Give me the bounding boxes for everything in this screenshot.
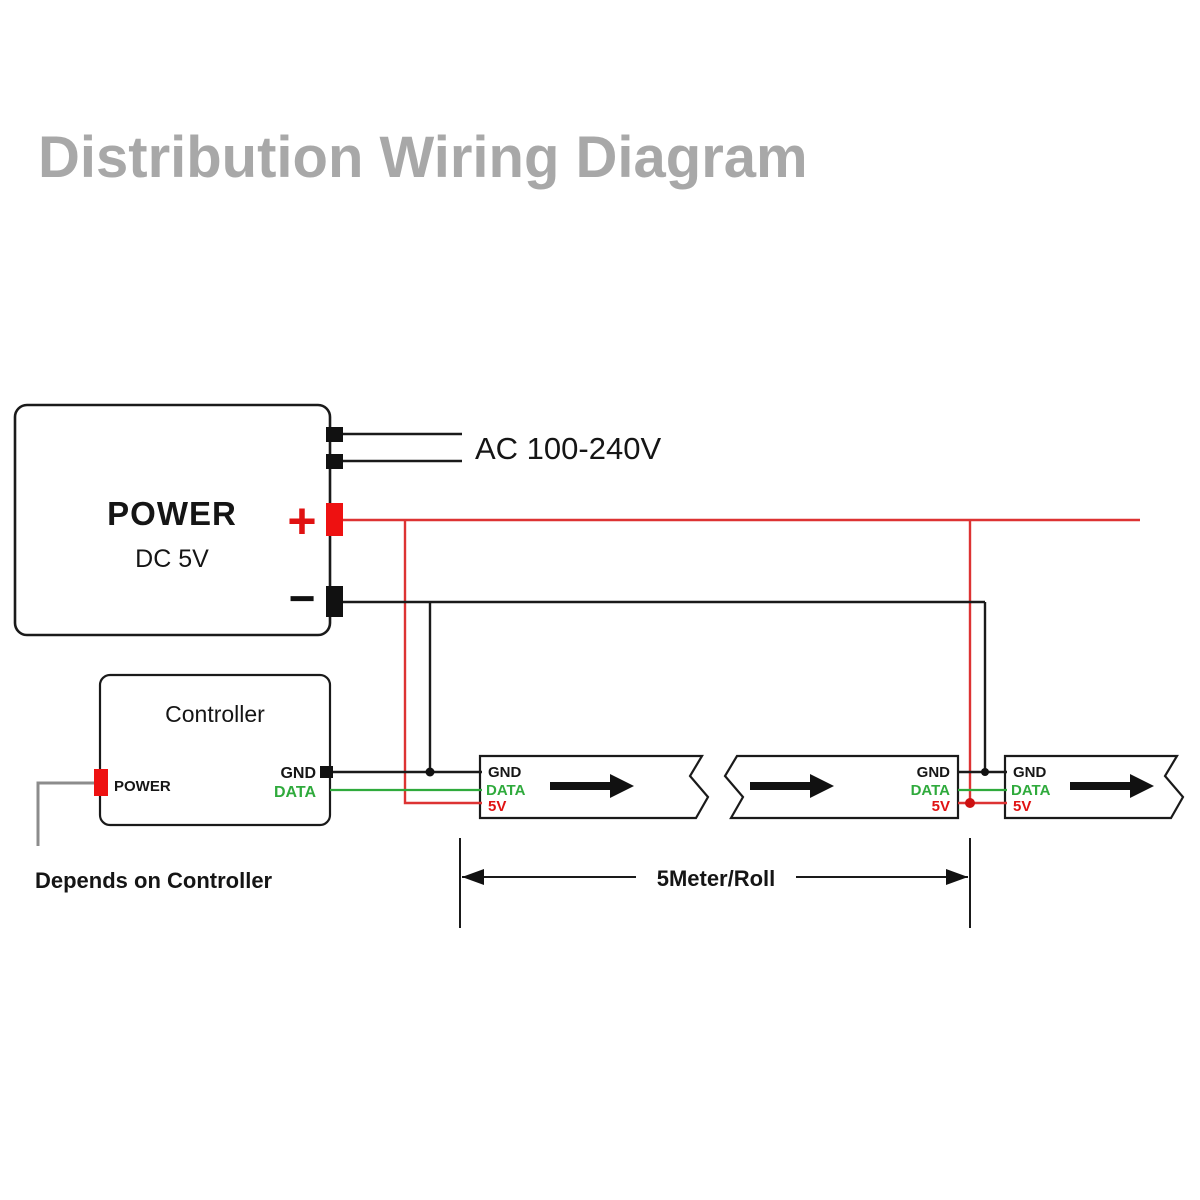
led-strip-1: GND DATA 5V (478, 754, 710, 820)
depends-on-controller-note: Depends on Controller (35, 868, 273, 893)
plus-symbol: + (287, 493, 316, 549)
strip3-gnd-label: GND (1013, 764, 1047, 781)
controller-power-input-wire (36, 781, 94, 846)
strip3-data-label: DATA (1011, 782, 1051, 799)
controller-box: Controller POWER GND DATA (94, 673, 333, 827)
controller-gnd-terminal (320, 766, 333, 778)
strip1-5v-label: 5V (488, 798, 506, 815)
controller-gnd-label: GND (280, 765, 316, 782)
ac-terminal-bottom (326, 454, 343, 469)
dimension-arrowhead-left-icon (462, 869, 484, 885)
gnd-junction-dot-2 (981, 768, 989, 776)
controller-power-terminal (94, 769, 108, 796)
dimension-arrowhead-right-icon (946, 869, 968, 885)
roll-length-label: 5Meter/Roll (657, 866, 776, 891)
controller-label: Controller (165, 701, 265, 727)
strip2-5v-label: 5V (932, 798, 950, 815)
power-supply-voltage: DC 5V (135, 545, 209, 573)
page-title: Distribution Wiring Diagram (38, 125, 808, 190)
dimension-label-bg (636, 858, 796, 896)
strip1-gnd-label: GND (488, 764, 522, 781)
strip2-outline (723, 754, 960, 820)
led-strip-3: GND DATA 5V (1003, 754, 1185, 820)
plus-terminal (326, 503, 343, 536)
strip1-direction-arrow-icon (550, 774, 634, 798)
controller-outline (98, 673, 332, 827)
power-supply-label: POWER (107, 495, 237, 532)
gnd-junction-dot (425, 767, 435, 777)
minus-symbol: − (289, 572, 316, 624)
positive-drop-strip1 (403, 520, 482, 805)
five-v-junction-dot (965, 798, 975, 808)
ac-terminal-top (326, 427, 343, 442)
roll-dimension: 5Meter/Roll (459, 838, 971, 928)
power-supply-box: POWER DC 5V + − (13, 403, 343, 637)
strip2-direction-arrow-icon (750, 774, 834, 798)
led-strip-2: GND DATA 5V (723, 754, 960, 820)
ac-input-label: AC 100-240V (475, 431, 661, 466)
strip1-data-label: DATA (486, 782, 526, 799)
strip2-gnd-label: GND (917, 764, 951, 781)
controller-power-label: POWER (114, 778, 171, 795)
strip3-direction-arrow-icon (1070, 774, 1154, 798)
strip3-5v-label: 5V (1013, 798, 1031, 815)
controller-data-label: DATA (274, 784, 317, 801)
strip2-data-label: DATA (911, 782, 951, 799)
minus-terminal (326, 586, 343, 617)
